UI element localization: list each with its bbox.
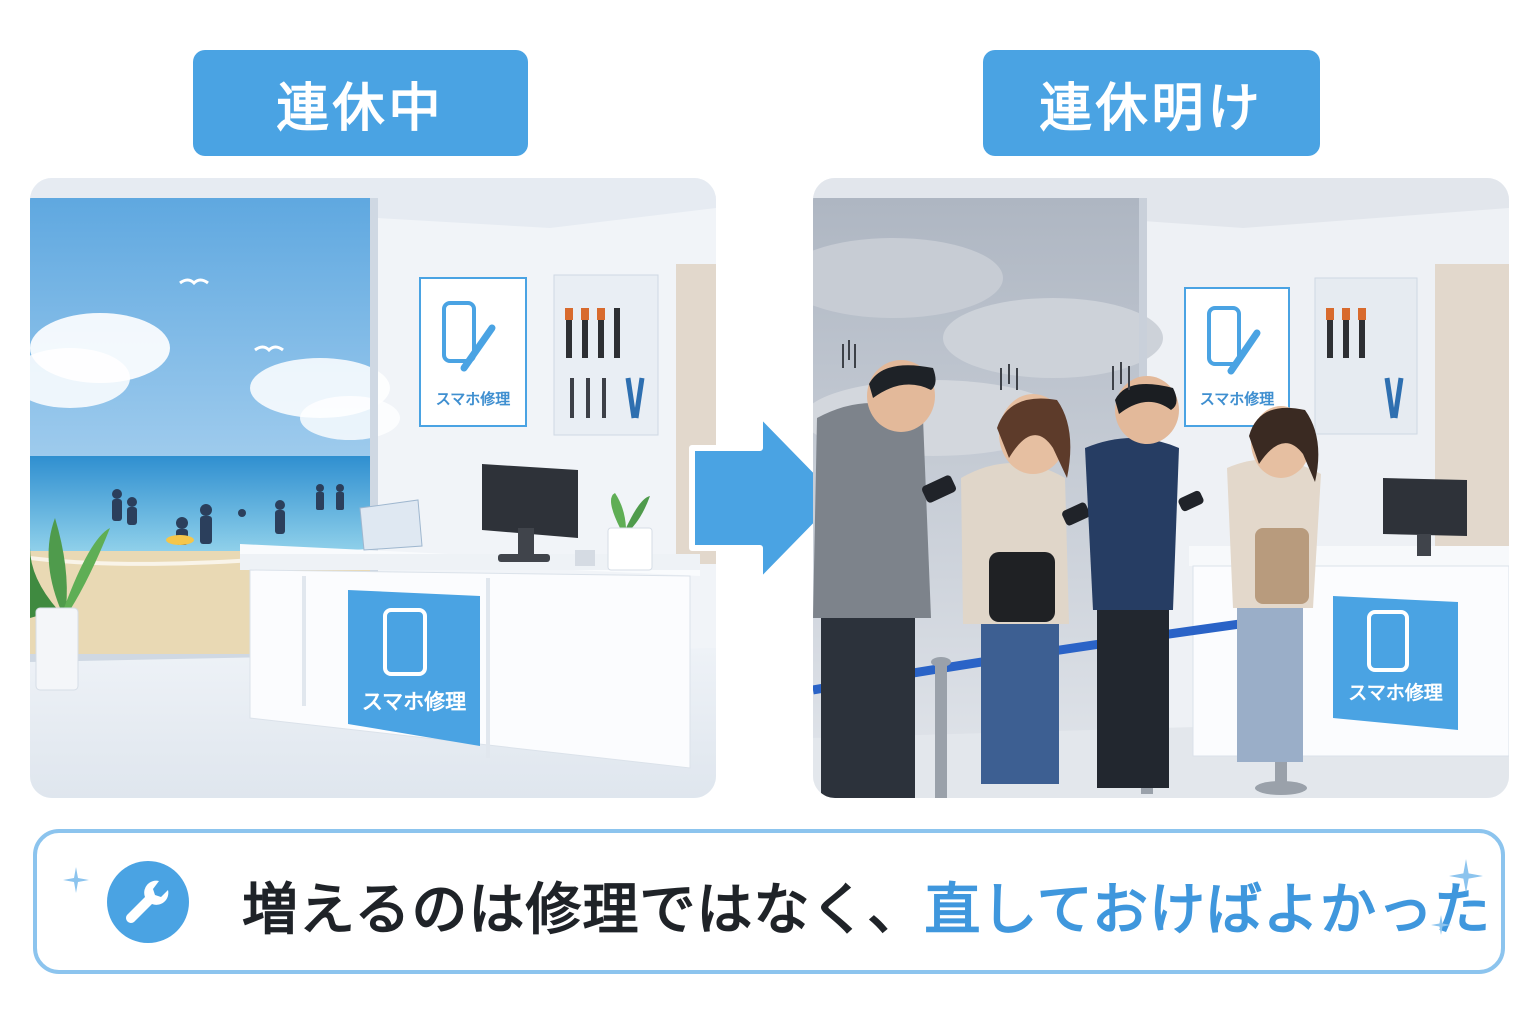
- person-navy-jacket: [1085, 376, 1204, 788]
- counter-sign-text: スマホ修理: [361, 690, 467, 714]
- plant-pot: [607, 527, 653, 571]
- person-beige-cardigan: [1227, 406, 1321, 762]
- counter-repair-sign: [348, 590, 480, 746]
- plant-pot: [35, 607, 79, 691]
- tools: [565, 308, 645, 419]
- ceiling: [813, 178, 1509, 228]
- plant-leaf: [626, 496, 650, 530]
- repair-sign: [419, 277, 527, 427]
- seagull: [254, 345, 284, 353]
- wrench-icon: [126, 880, 169, 923]
- sparkle-icon: [1431, 915, 1451, 935]
- label-during-holiday: 連休中: [193, 50, 528, 156]
- cloud: [300, 396, 400, 440]
- person-beige-sweater: [961, 394, 1090, 784]
- swim-ring: [166, 535, 194, 545]
- window-frame: [370, 198, 378, 658]
- person-gray-hoodie: [813, 360, 956, 798]
- phone-icon: [442, 301, 476, 363]
- plant-leaf: [48, 518, 67, 608]
- plant-leaf: [64, 528, 110, 610]
- monitor-stand: [518, 528, 534, 558]
- counter-panel-line: [486, 578, 490, 758]
- tools: [1326, 308, 1404, 419]
- cloud: [30, 348, 130, 408]
- phone-icon: [383, 608, 427, 676]
- panel-during-holiday: スマホ修理 スマホ修理: [30, 178, 716, 798]
- counter-repair-sign: [1333, 596, 1458, 730]
- cloud: [943, 298, 1163, 378]
- panel-after-holiday: スマホ修理 スマホ修理: [813, 178, 1509, 798]
- phone-icon: [1367, 610, 1409, 672]
- wall-sign-text: スマホ修理: [435, 390, 511, 408]
- banner-message: 増えるのは修理ではなく、 直しておけばよかった: [242, 865, 1491, 945]
- plant-leaf: [611, 493, 626, 528]
- counter-panel-line: [302, 576, 306, 706]
- monitor-stand: [1417, 534, 1431, 556]
- arrow-right-icon: [689, 411, 845, 585]
- wrench-badge: [107, 861, 189, 943]
- wrench-icon: [460, 324, 496, 372]
- label-after-holiday: 連休明け: [983, 50, 1320, 156]
- monitor: [482, 464, 578, 538]
- banner-text-blue: 直しておけばよかった: [924, 877, 1491, 943]
- label-during-holiday-text: 連休中: [276, 78, 445, 139]
- small-box: [575, 550, 595, 566]
- banner-text-dark: 増えるのは修理ではなく、: [242, 877, 925, 943]
- cloud: [813, 238, 1003, 318]
- monitor-base: [498, 554, 550, 562]
- plant-leaf: [30, 548, 58, 618]
- scene-after-holiday: [813, 178, 1509, 798]
- counter-sign-text: スマホ修理: [1348, 682, 1443, 704]
- sparkle-icon: [1449, 859, 1483, 893]
- message-banner: 増えるのは修理ではなく、 直しておけばよかった: [33, 829, 1505, 974]
- monitor: [1383, 478, 1467, 536]
- phone-icon: [1207, 306, 1241, 366]
- window-sill: [30, 654, 378, 662]
- wall-sign-text: スマホ修理: [1199, 390, 1275, 408]
- wrench-icon: [1227, 329, 1261, 375]
- tablet-stand: [359, 499, 423, 551]
- seagull: [179, 278, 209, 286]
- stress-marks: [842, 340, 1130, 390]
- sparkle-icon: [63, 867, 89, 893]
- label-after-holiday-text: 連休明け: [1039, 78, 1264, 139]
